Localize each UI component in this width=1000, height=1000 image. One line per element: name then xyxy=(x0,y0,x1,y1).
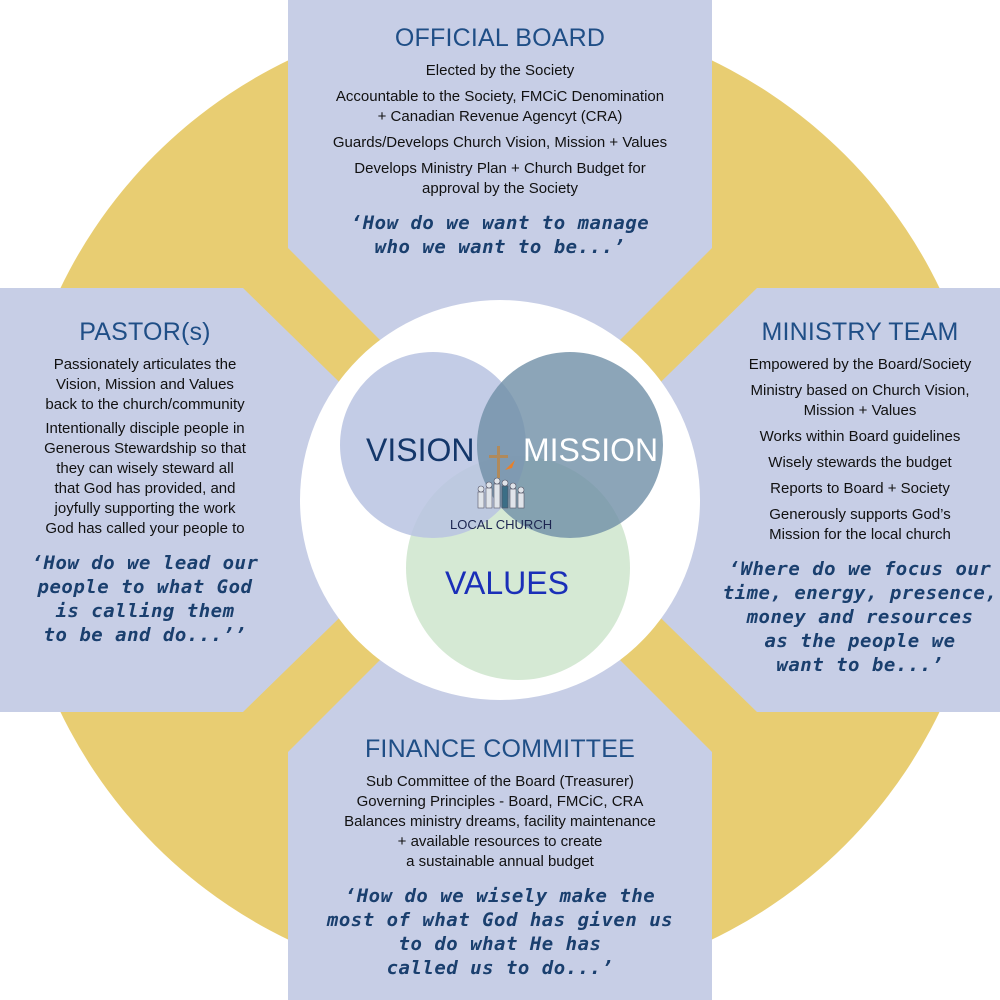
pastor-quote-line: people to what God xyxy=(37,576,253,598)
pastor-item-line: Passionately articulates the xyxy=(53,356,237,373)
ministry-item: Reports to Board + Society xyxy=(705,479,1000,499)
finance-quote-line: ‘How do we wisely make the xyxy=(344,885,656,907)
board-item: Develops Ministry Plan + Church Budget f… xyxy=(288,159,712,199)
finance-item-line: Governing Principles - Board, FMCiC, CRA xyxy=(356,793,644,810)
ministry-item-line: Mission + Values xyxy=(803,402,917,419)
ministry-item: Empowered by the Board/Society xyxy=(705,355,1000,375)
pastor-item-line: Generous Stewardship so that xyxy=(44,440,246,457)
board-item-line: Guards/Develops Church Vision, Mission +… xyxy=(332,134,668,151)
board-item: Accountable to the Society, FMCiC Denomi… xyxy=(288,87,712,127)
pastor-item-line: God has called your people to xyxy=(45,520,245,537)
board-item-line: + Canadian Revenue Agencyt (CRA) xyxy=(377,108,623,125)
finance-item: Governing Principles - Board, FMCiC, CRA xyxy=(288,792,712,812)
board-item-line: Elected by the Society xyxy=(425,62,575,79)
finance-item: Sub Committee of the Board (Treasurer) xyxy=(288,772,712,792)
finance-item-line: Sub Committee of the Board (Treasurer) xyxy=(366,773,634,790)
board-item-line: approval by the Society xyxy=(422,180,578,197)
ministry-quote-line: want to be...’ xyxy=(776,654,944,676)
ministry-item-line: Reports to Board + Society xyxy=(770,480,950,497)
pastor-quote-line: is calling them xyxy=(55,600,235,622)
ministry-item-line: Works within Board guidelines xyxy=(759,428,961,445)
ministry-item: Ministry based on Church Vision, Mission … xyxy=(705,381,1000,421)
pastor-item-line: back to the church/community xyxy=(45,396,245,413)
finance-quote-line: to do what He has xyxy=(398,933,602,955)
ministry-quote-line: time, energy, presence, xyxy=(722,582,998,604)
finance-item-line: Balances ministry dreams, facility maint… xyxy=(344,813,656,830)
board-quote-line: ‘How do we want to manage xyxy=(350,212,650,234)
mission-label: MISSION xyxy=(523,432,659,468)
board-title: OFFICIAL BOARD xyxy=(394,24,606,52)
finance-item-line: a sustainable annual budget xyxy=(406,853,594,870)
pastor-item-line: Vision, Mission and Values xyxy=(56,376,234,393)
board-item-line: Accountable to the Society, FMCiC Denomi… xyxy=(335,88,665,105)
pastor-quote-line: to be and do...’’ xyxy=(43,624,247,646)
board-quote-line: who we want to be...’ xyxy=(374,236,626,258)
pastor-item: Intentionally disciple people in Generous… xyxy=(0,419,290,539)
pastor-title: PASTOR(s) xyxy=(79,318,211,346)
ministry-item: Works within Board guidelines xyxy=(705,427,1000,447)
ministry-quote-line: money and resources xyxy=(746,606,974,628)
pastor-item-line: that God has provided, and xyxy=(54,480,236,497)
local-church-label: LOCAL CHURCH xyxy=(450,517,553,532)
ministry-item: Wisely stewards the budget xyxy=(705,453,1000,473)
board-item: Elected by the Society xyxy=(288,61,712,81)
values-label: VALUES xyxy=(445,565,569,601)
ministry-item-line: Ministry based on Church Vision, xyxy=(750,382,970,399)
pastor-quote-line: ‘How do we lead our xyxy=(31,552,259,574)
finance-quote-line: most of what God has given us xyxy=(326,909,674,931)
ministry-quote-line: as the people we xyxy=(764,630,956,652)
vision-label: VISION xyxy=(366,432,475,468)
ministry-item-line: Generously supports God’s xyxy=(769,506,951,523)
board-item-line: Develops Ministry Plan + Church Budget f… xyxy=(354,160,646,177)
pastor-item-line: they can wisely steward all xyxy=(56,460,234,477)
ministry-item-line: Wisely stewards the budget xyxy=(768,454,952,471)
pastor-item-line: Intentionally disciple people in xyxy=(45,420,245,437)
people-icon xyxy=(477,477,525,509)
pastor-item-line: joyfully supporting the work xyxy=(54,500,236,517)
board-item: Guards/Develops Church Vision, Mission +… xyxy=(288,133,712,153)
ministry-quote-line: ‘Where do we focus our xyxy=(728,558,992,580)
ministry-item-line: Mission for the local church xyxy=(769,526,951,543)
finance-item: Balances ministry dreams, facility maint… xyxy=(288,812,712,872)
finance-quote-line: called us to do...’ xyxy=(386,957,614,979)
finance-item-line: + available resources to create xyxy=(397,833,603,850)
ministry-title: MINISTRY TEAM xyxy=(761,318,959,346)
ministry-team-panel: MINISTRY TEAM Empowered by the Board/Soci… xyxy=(705,318,1000,677)
cross-icon xyxy=(489,446,515,478)
finance-title: FINANCE COMMITTEE xyxy=(364,735,636,763)
ministry-item-line: Empowered by the Board/Society xyxy=(748,356,972,373)
finance-committee-panel: FINANCE COMMITTEE Sub Committee of the Bo… xyxy=(288,735,712,980)
